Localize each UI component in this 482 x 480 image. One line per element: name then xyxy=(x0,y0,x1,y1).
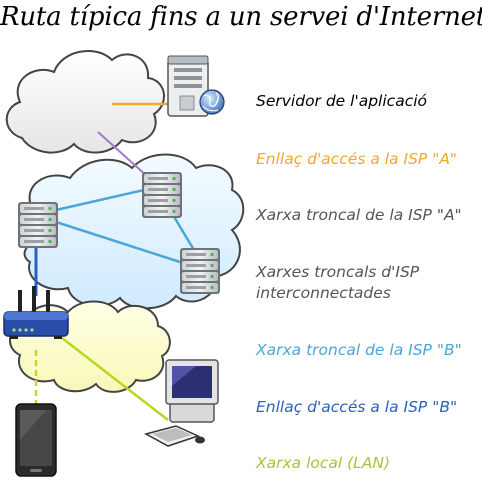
isp-router-icon xyxy=(18,202,58,248)
diagram-title: Ruta típica fins a un servei d'Internet xyxy=(0,2,482,32)
legend-label: Enllaç d'accés a la ISP "A" xyxy=(256,150,458,168)
smartphone-icon xyxy=(15,403,57,477)
legend-local-network: Xarxa local (LAN) xyxy=(256,453,390,474)
legend-label: Xarxa troncal de la ISP "B" xyxy=(256,341,462,359)
legend-application-server: Servidor de l'aplicació xyxy=(256,91,427,112)
legend-label: Xarxa troncal de la ISP "A" xyxy=(256,206,462,224)
legend-label: Xarxes troncals d'ISP interconnectades xyxy=(256,263,420,302)
legend-interconnected-backbones: Xarxes troncals d'ISP interconnectades xyxy=(256,262,419,304)
legend-backbone-isp-b: Xarxa troncal de la ISP "B" xyxy=(256,340,462,361)
application-server-icon xyxy=(167,55,209,117)
legend-label: Xarxa local (LAN) xyxy=(256,454,391,472)
wifi-router-icon xyxy=(3,286,69,339)
legend-backbone-isp-a: Xarxa troncal de la ISP "A" xyxy=(256,205,462,226)
isp-router-icon xyxy=(142,172,182,218)
internet-cloud-top xyxy=(5,50,165,154)
legend-label: Servidor de l'aplicació xyxy=(256,92,427,110)
isp-a-backbone-link xyxy=(55,188,145,212)
globe-icon xyxy=(199,89,225,115)
isp-a-backbone-link xyxy=(55,220,181,264)
legend-access-link-isp-a: Enllaç d'accés a la ISP "A" xyxy=(256,149,457,170)
legend-label: Enllaç d'accés a la ISP "B" xyxy=(256,398,458,416)
isp-router-icon xyxy=(180,248,220,294)
lan-wired-link xyxy=(61,337,169,421)
desktop-computer-icon xyxy=(143,359,219,447)
legend-access-link-isp-b: Enllaç d'accés a la ISP "B" xyxy=(256,397,457,418)
